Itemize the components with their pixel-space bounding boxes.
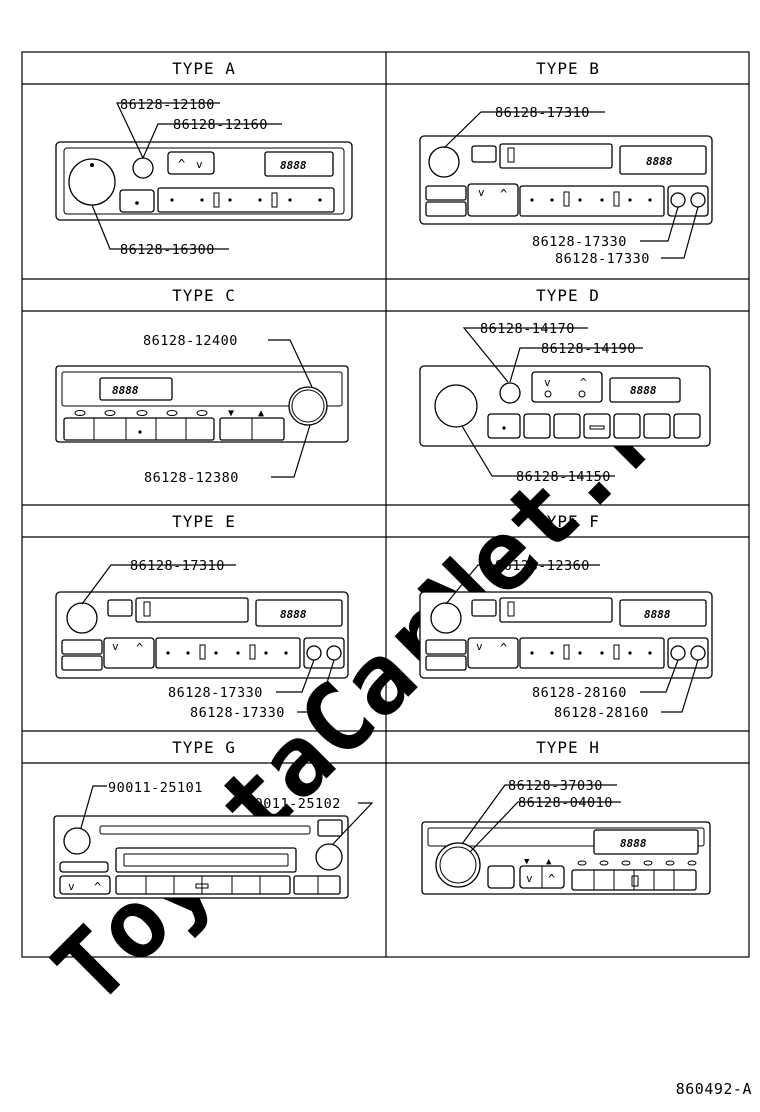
label-86128-17330-b1: 86128-17330 <box>532 234 627 250</box>
label-86128-17330-e2: 86128-17330 <box>190 705 285 721</box>
header-type-g: TYPE G <box>172 738 236 757</box>
svg-text:8888: 8888 <box>646 155 673 168</box>
header-type-c: TYPE C <box>172 286 236 305</box>
svg-text:8888: 8888 <box>280 159 307 172</box>
label-86128-16300: 86128-16300 <box>120 242 215 258</box>
svg-text:^: ^ <box>580 376 587 389</box>
svg-text:8888: 8888 <box>644 608 671 621</box>
label-86128-28160-f1: 86128-28160 <box>532 685 627 701</box>
label-86128-37030: 86128-37030 <box>508 778 603 794</box>
label-86128-17310-b: 86128-17310 <box>495 105 590 121</box>
header-type-b: TYPE B <box>536 59 600 78</box>
label-86128-12400: 86128-12400 <box>143 333 238 349</box>
svg-text:8888: 8888 <box>112 384 139 397</box>
svg-text:v: v <box>112 640 119 653</box>
radio-type-b: 8888 v ^ <box>419 135 713 225</box>
table-grid <box>21 51 750 958</box>
svg-text:8888: 8888 <box>630 384 657 397</box>
figure-reference: 860492-A <box>676 1080 752 1098</box>
radio-type-h: 8888 v ^ ▼ ▲ <box>421 821 711 895</box>
svg-text:8888: 8888 <box>620 837 647 850</box>
svg-text:v: v <box>478 186 485 199</box>
svg-text:v: v <box>544 376 551 389</box>
radio-type-a: ^ v 8888 <box>55 141 353 221</box>
label-86128-17330-b2: 86128-17330 <box>555 251 650 267</box>
label-86128-12360: 86128-12360 <box>495 558 590 574</box>
label-86128-17310-e: 86128-17310 <box>130 558 225 574</box>
svg-text:^: ^ <box>548 872 555 886</box>
svg-text:^: ^ <box>178 157 185 171</box>
label-90011-25101: 90011-25101 <box>108 780 203 796</box>
label-86128-04010: 86128-04010 <box>518 795 613 811</box>
radio-type-e: 8888 v ^ <box>55 591 349 679</box>
svg-text:▼: ▼ <box>524 857 530 867</box>
label-86128-17330-e1: 86128-17330 <box>168 685 263 701</box>
svg-text:▲: ▲ <box>258 408 264 419</box>
label-86128-12180: 86128-12180 <box>120 97 215 113</box>
svg-text:8888: 8888 <box>280 608 307 621</box>
svg-text:v: v <box>476 640 483 653</box>
svg-text:v: v <box>68 880 75 893</box>
label-86128-12380: 86128-12380 <box>144 470 239 486</box>
header-type-d: TYPE D <box>536 286 600 305</box>
radio-type-c: 8888 ▼ ▲ <box>55 365 349 443</box>
header-type-h: TYPE H <box>536 738 600 757</box>
label-90011-25102: 90011-25102 <box>246 796 341 812</box>
label-86128-12160: 86128-12160 <box>173 117 268 133</box>
header-type-a: TYPE A <box>172 59 236 78</box>
svg-text:^: ^ <box>136 641 143 655</box>
svg-text:v: v <box>196 158 203 171</box>
radio-type-f: 8888 v ^ <box>419 591 713 679</box>
label-86128-14170: 86128-14170 <box>480 321 575 337</box>
svg-text:^: ^ <box>500 641 507 655</box>
svg-text:▼: ▼ <box>228 408 234 419</box>
radio-type-d: v ^ 8888 <box>419 365 711 447</box>
svg-text:^: ^ <box>500 187 507 201</box>
label-86128-28160-f2: 86128-28160 <box>554 705 649 721</box>
label-86128-14150: 86128-14150 <box>516 469 611 485</box>
svg-text:^: ^ <box>94 880 101 894</box>
svg-text:▲: ▲ <box>546 857 552 867</box>
label-86128-14190: 86128-14190 <box>541 341 636 357</box>
header-type-e: TYPE E <box>172 512 236 531</box>
header-type-f: TYPE F <box>536 512 600 531</box>
svg-text:v: v <box>526 872 533 885</box>
radio-type-g: v^ <box>53 815 349 899</box>
